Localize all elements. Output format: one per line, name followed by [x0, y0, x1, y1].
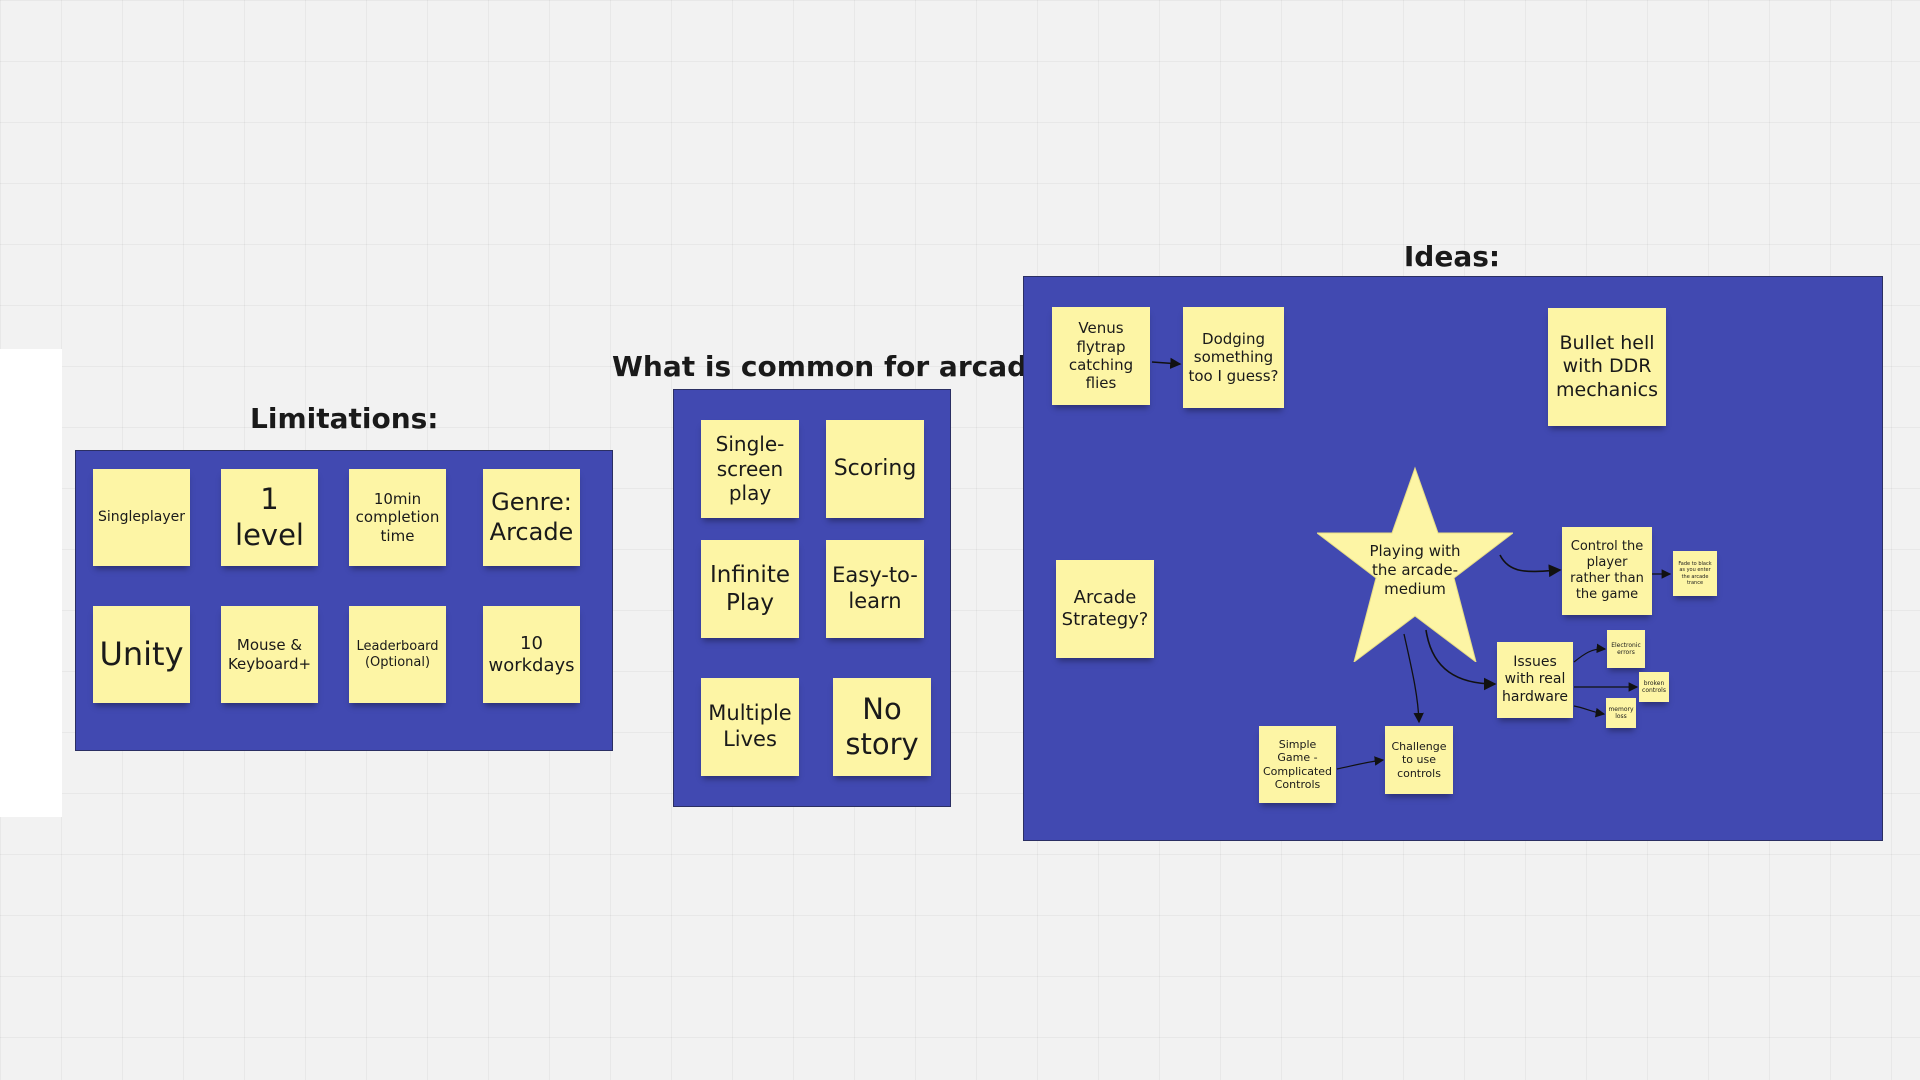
sticky-genre-arcade[interactable]: Genre: Arcade	[483, 469, 580, 566]
sticky-broken-controls[interactable]: broken controls	[1639, 672, 1669, 702]
sticky-1-level[interactable]: 1 level	[221, 469, 318, 566]
star-shape[interactable]	[1315, 466, 1515, 664]
sticky-single-screen-play[interactable]: Single-screen play	[701, 420, 799, 518]
sticky-control-the-player[interactable]: Control the player rather than the game	[1562, 527, 1652, 615]
sticky-issues-real-hardware[interactable]: Issues with real hardware	[1497, 642, 1573, 718]
sticky-mouse-keyboard[interactable]: Mouse & Keyboard+	[221, 606, 318, 703]
sticky-electronic-errors[interactable]: Electronic errors	[1607, 630, 1645, 668]
sticky-challenge-controls[interactable]: Challenge to use controls	[1385, 726, 1453, 794]
sticky-fade-to-black[interactable]: Fade to black as you enter the arcade tr…	[1673, 551, 1717, 596]
sticky-10min-completion[interactable]: 10min completion time	[349, 469, 446, 566]
sticky-memory-loss[interactable]: memory loss	[1606, 698, 1636, 728]
sticky-singleplayer[interactable]: Singleplayer	[93, 469, 190, 566]
sticky-dodging[interactable]: Dodging something too I guess?	[1183, 307, 1284, 408]
ideas-title[interactable]: Ideas:	[1403, 240, 1501, 273]
sticky-easy-to-learn[interactable]: Easy-to-learn	[826, 540, 924, 638]
sticky-scoring[interactable]: Scoring	[826, 420, 924, 518]
star-label: Playing with the arcade-medium	[1369, 542, 1461, 598]
sticky-arcade-strategy[interactable]: Arcade Strategy?	[1056, 560, 1154, 658]
sticky-infinite-play[interactable]: Infinite Play	[701, 540, 799, 638]
sticky-venus-flytrap[interactable]: Venus flytrap catching flies	[1052, 307, 1150, 405]
sticky-no-story[interactable]: No story	[833, 678, 931, 776]
sticky-simple-game[interactable]: Simple Game - Complicated Controls	[1259, 726, 1336, 803]
sticky-multiple-lives[interactable]: Multiple Lives	[701, 678, 799, 776]
sticky-10-workdays[interactable]: 10 workdays	[483, 606, 580, 703]
sticky-bullet-hell[interactable]: Bullet hell with DDR mechanics	[1548, 308, 1666, 426]
sticky-leaderboard[interactable]: Leaderboard (Optional)	[349, 606, 446, 703]
star-polygon	[1315, 466, 1515, 664]
sticky-unity[interactable]: Unity	[93, 606, 190, 703]
limitations-title[interactable]: Limitations:	[250, 402, 439, 435]
arcade-title[interactable]: What is common for arcade?	[612, 350, 1063, 383]
offscreen-board-item[interactable]	[0, 349, 62, 817]
